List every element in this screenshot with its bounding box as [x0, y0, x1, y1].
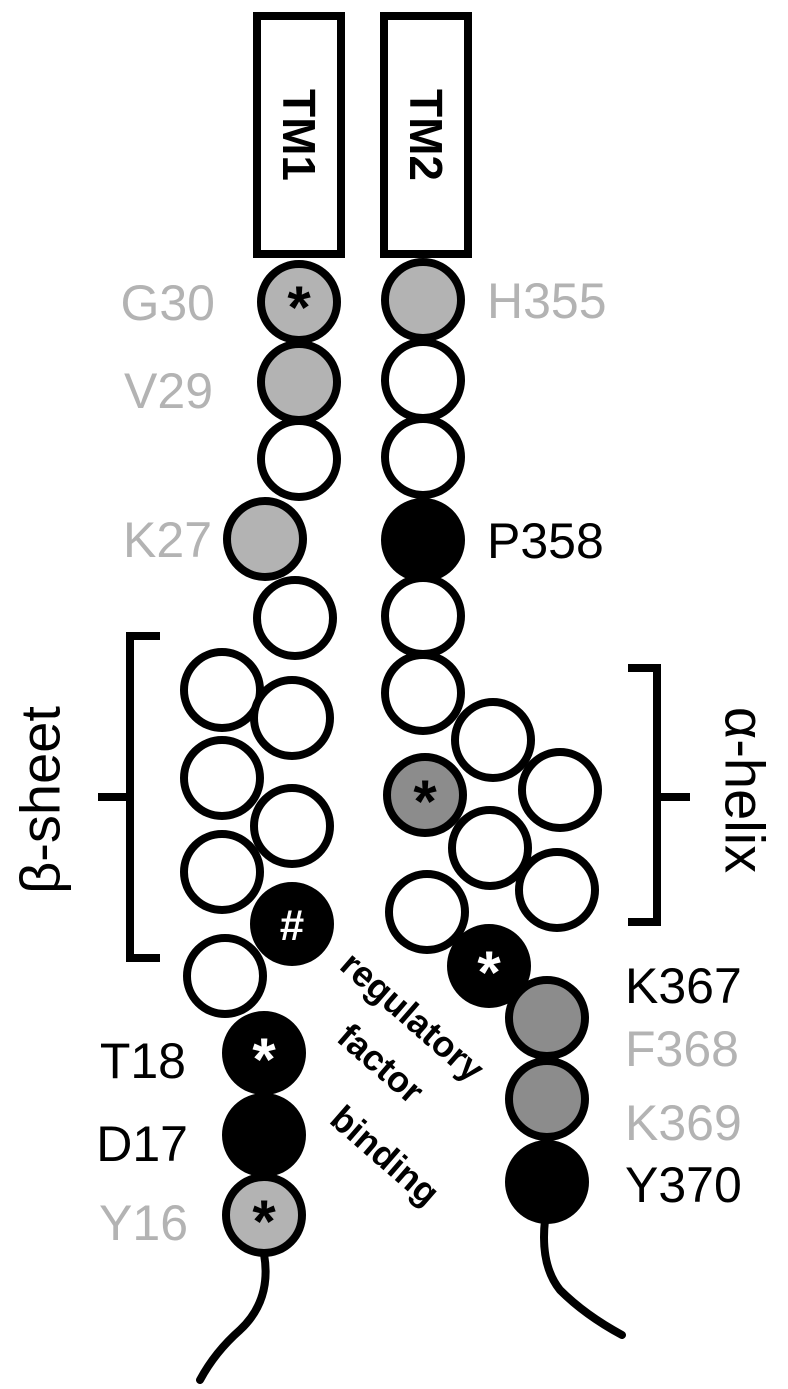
residue-k369 [505, 1057, 589, 1141]
residue-left-5 [253, 576, 337, 660]
label-g30: G30 [120, 275, 215, 331]
residue-right-5 [381, 574, 465, 658]
residue-right-9 [383, 753, 467, 837]
residue-right-7 [451, 698, 535, 782]
residue-markers: * # * * * * [252, 274, 501, 1255]
residue-left-12 [183, 934, 267, 1018]
label-t18: T18 [100, 1033, 186, 1089]
label-k369: K369 [625, 1095, 742, 1151]
tm1-label: TM1 [273, 89, 325, 181]
label-h355: H355 [487, 273, 607, 329]
residue-d17 [222, 1093, 306, 1177]
residue-left-6 [180, 648, 264, 732]
label-k27: K27 [123, 512, 212, 568]
asterisk-mark-g30: * [287, 274, 311, 341]
residue-right-3 [381, 415, 465, 499]
residue-right-12 [385, 870, 469, 954]
residue-right-2 [381, 338, 465, 422]
residue-left-8 [180, 736, 264, 820]
tm1-box: TM1 [253, 12, 345, 258]
residue-y370 [505, 1140, 589, 1224]
residue-right-10 [448, 806, 532, 890]
beta-sheet-bracket [98, 632, 160, 962]
residue-left-3 [257, 417, 341, 501]
tm2-c-tail [540, 1216, 626, 1339]
right-chain [381, 258, 602, 1224]
residue-hash [250, 882, 334, 966]
residue-p358 [381, 498, 465, 582]
asterisk-mark-k367: * [477, 939, 501, 1006]
beta-sheet-label: β-sheet [9, 706, 72, 894]
residue-left-9 [250, 784, 334, 868]
tm2-box: TM2 [380, 12, 472, 258]
hash-mark: # [280, 901, 304, 950]
label-y16: Y16 [99, 1195, 188, 1251]
residue-left-10 [180, 830, 264, 914]
label-f368: F368 [625, 1021, 739, 1077]
tm2-label: TM2 [400, 89, 452, 181]
residue-right-6 [381, 651, 465, 735]
residue-v29 [257, 340, 341, 424]
label-k367: K367 [625, 958, 742, 1014]
asterisk-mark-t18: * [252, 1026, 276, 1093]
residue-right-8 [518, 748, 602, 832]
binding-word: binding [323, 1097, 448, 1213]
residue-y16 [222, 1173, 306, 1257]
asterisk-mark-y16: * [252, 1188, 276, 1255]
residue-k367 [447, 924, 531, 1008]
label-v29: V29 [124, 363, 213, 419]
residue-h355 [381, 258, 465, 342]
label-p358: P358 [487, 513, 604, 569]
residue-t18 [222, 1011, 306, 1095]
asterisk-mark-right-9: * [413, 768, 437, 835]
label-d17: D17 [96, 1116, 188, 1172]
alpha-helix-bracket [628, 664, 690, 926]
residue-labels: G30 V29 K27 T18 D17 Y16 H355 P358 K367 F… [96, 273, 742, 1251]
left-chain [180, 260, 341, 1257]
residue-right-11 [515, 848, 599, 932]
residue-left-7 [250, 676, 334, 760]
residue-f368 [505, 976, 589, 1060]
residue-k27 [223, 497, 307, 581]
tm1-c-tail [196, 1250, 270, 1384]
alpha-helix-label: α-helix [714, 707, 777, 873]
label-y370: Y370 [625, 1157, 742, 1213]
